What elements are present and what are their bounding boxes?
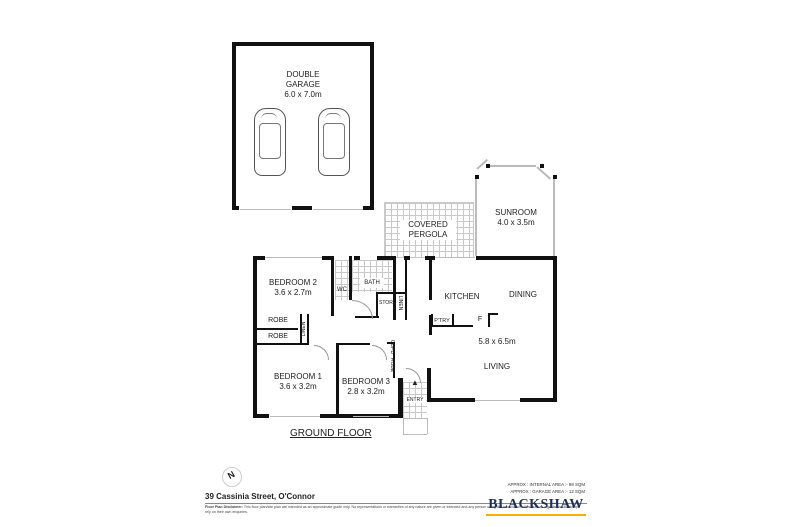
bath-label: BATH [360, 278, 384, 288]
fridge-label: F [477, 316, 483, 323]
compass-icon: N [222, 467, 242, 487]
pantry-label: P'TRY [434, 318, 450, 324]
internal-area: APPROX : INTERNAL AREA :- 98 SQM [507, 482, 585, 487]
bedroom-2-name: BEDROOM 2 [268, 278, 317, 287]
robe-label: ROBE [389, 357, 395, 373]
linen-label: LINEN [397, 295, 403, 311]
sunroom-label: SUNROOM 4.0 x 3.5m [487, 208, 545, 228]
sunroom-name: SUNROOM [495, 208, 537, 217]
linen-label: LINEN [301, 321, 307, 337]
brand-logo: BLACKSHAW [488, 497, 584, 512]
pergola-label: COVERED PERGOLA [400, 220, 456, 240]
compass-north-label: N [225, 469, 237, 481]
living-dims: 5.8 x 6.5m [478, 337, 516, 346]
bedroom-2-dims: 3.6 x 2.7m [274, 288, 312, 297]
dining-label: DINING [509, 290, 537, 299]
entry-label: ENTRY [404, 397, 426, 403]
garage-name-1: DOUBLE [286, 70, 320, 79]
robe-label: ROBE [268, 333, 288, 340]
disclaimer-text: This floor plan/site plan are intended a… [205, 505, 580, 514]
car-icon [254, 108, 286, 176]
store-label: STORE [379, 300, 397, 306]
garage-label: DOUBLE GARAGE 6.0 x 7.0m [272, 70, 334, 100]
sunroom-dims: 4.0 x 3.5m [497, 218, 535, 227]
disclaimer-label: Floor Plan Disclaimer: [205, 505, 243, 509]
robe-label: ROBE [268, 317, 288, 324]
entry-arrow-icon: ▲ [411, 378, 419, 387]
cupd-label: CUPD [389, 339, 395, 355]
pergola-name-2: PERGOLA [408, 230, 448, 239]
bedroom-3-label: BEDROOM 3 2.8 x 3.2m [340, 377, 392, 397]
divider [205, 503, 587, 504]
wc-tiles [335, 260, 349, 300]
bedroom-3-name: BEDROOM 3 [341, 377, 390, 386]
bedroom-1-label: BEDROOM 1 3.6 x 3.2m [270, 372, 326, 392]
garage-area: APPROX : GARAGE AREA :- 12 SQM [510, 489, 585, 494]
bedroom-3-dims: 2.8 x 3.2m [347, 387, 385, 396]
brand-underline [486, 514, 586, 516]
bedroom-1-dims: 3.6 x 3.2m [279, 382, 317, 391]
disclaimer: Floor Plan Disclaimer: This floor plan/s… [205, 505, 585, 515]
car-icon [318, 108, 350, 176]
bedroom-2-label: BEDROOM 2 3.6 x 2.7m [262, 278, 324, 298]
property-address: 39 Cassinia Street, O'Connor [205, 492, 315, 501]
garage-dims: 6.0 x 7.0m [284, 90, 322, 99]
bedroom-1-name: BEDROOM 1 [273, 372, 322, 381]
floor-title: GROUND FLOOR [290, 428, 372, 439]
living-label: LIVING [483, 362, 511, 371]
garage-name-2: GARAGE [285, 80, 321, 89]
wc-label: WC [337, 287, 347, 293]
kitchen-label: KITCHEN [444, 292, 480, 301]
pergola-name-1: COVERED [408, 220, 448, 229]
